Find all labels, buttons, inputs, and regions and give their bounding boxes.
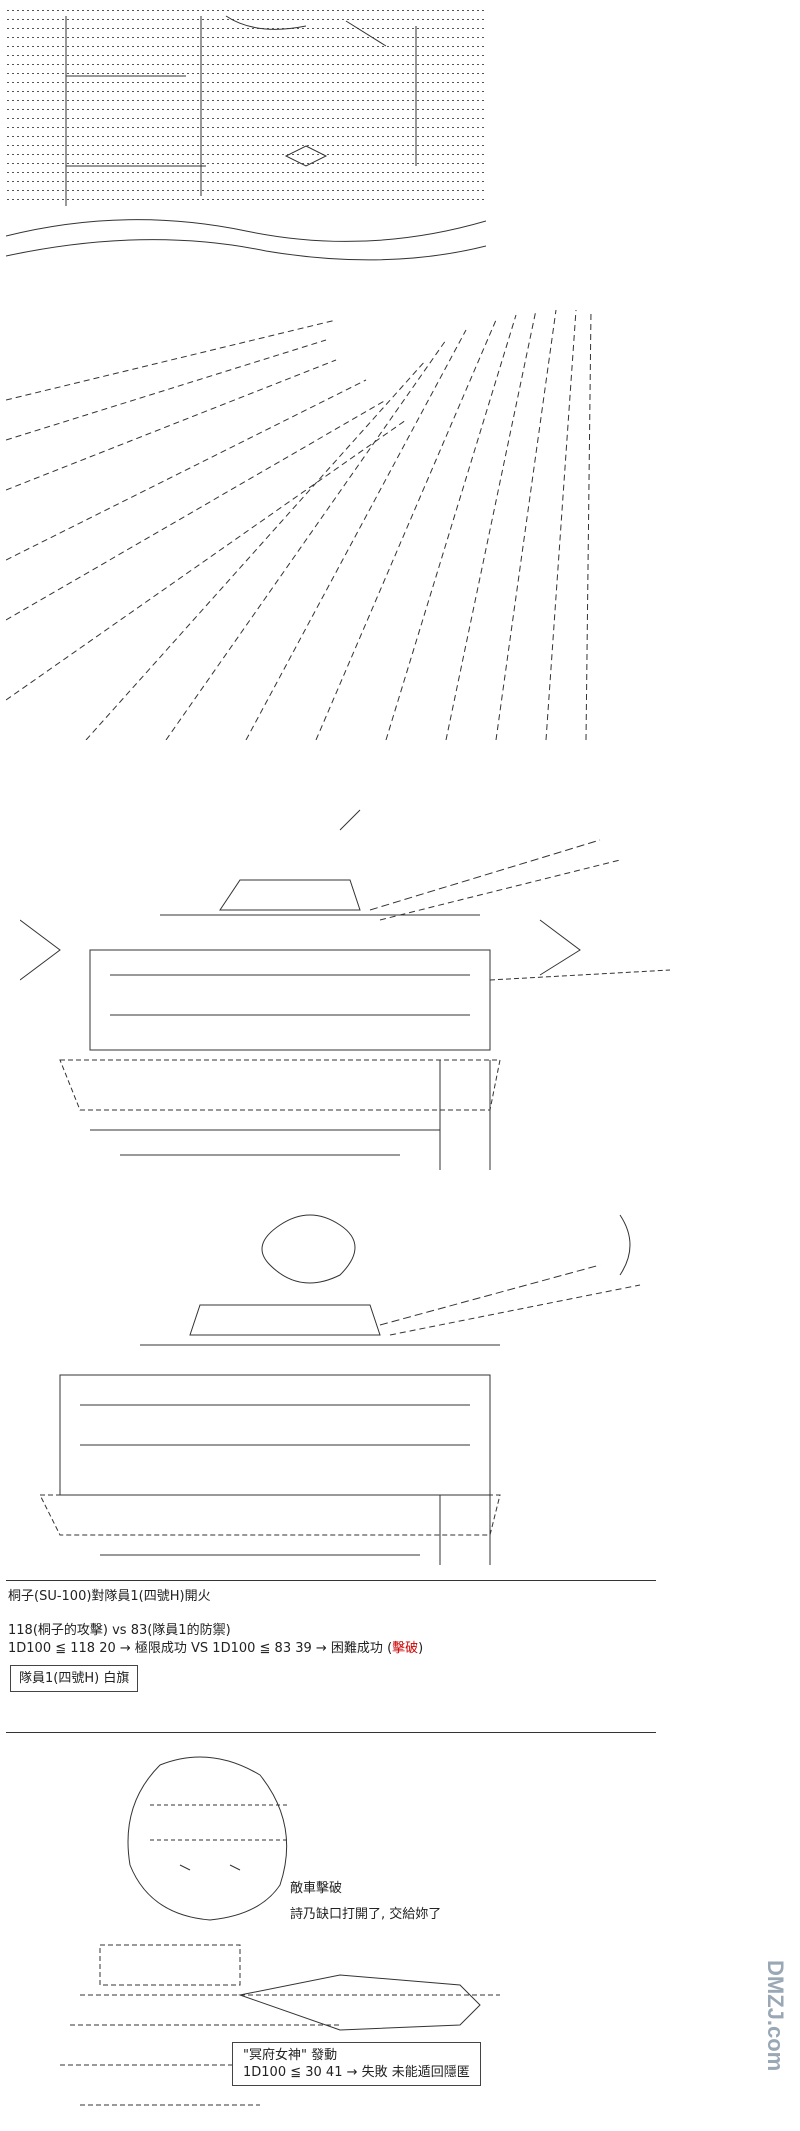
roll-line-2-close: ) [418, 1641, 424, 1656]
roll-line-2-main: 1D100 ≦ 118 20 → 極限成功 VS 1D100 ≦ 83 39 →… [8, 1641, 393, 1656]
watermark-logo: DMZJ.com [763, 1960, 788, 2071]
skill-roll: 1D100 ≦ 30 41 → 失敗 未能遁回隱匿 [243, 2065, 470, 2080]
white-flag-box: 隊員1(四號H) 白旗 [10, 1665, 139, 1692]
attack-title: 桐子(SU-100)對隊員1(四號H)開火 [8, 1589, 211, 1604]
aa-tank-smoke-panel [40, 1205, 660, 1575]
aa-speed-lines-panel [6, 300, 606, 740]
roll-line-2: 1D100 ≦ 118 20 → 極限成功 VS 1D100 ≦ 83 39 →… [8, 1640, 423, 1657]
site-watermark: DMZJ.com [748, 1950, 788, 2120]
aa-character-panel [40, 1745, 500, 2130]
skill-activation-box: "冥府女神" 發動 1D100 ≦ 30 41 → 失敗 未能遁回隱匿 [232, 2042, 481, 2086]
dialogue-sinon-breach: 詩乃缺口打開了, 交給妳了 [290, 1907, 442, 1922]
aa-tank-firing-panel [20, 800, 680, 1190]
divider-top [6, 1580, 656, 1581]
divider-bottom [6, 1732, 656, 1733]
skill-name: "冥府女神" 發動 [243, 2048, 338, 2063]
aa-landscape-panel [6, 6, 486, 276]
destroyed-label: 擊破 [392, 1641, 419, 1656]
dialogue-enemy-destroyed: 敵車擊破 [290, 1881, 343, 1896]
roll-line-1: 118(桐子的攻擊) vs 83(隊員1的防禦) [8, 1623, 231, 1638]
